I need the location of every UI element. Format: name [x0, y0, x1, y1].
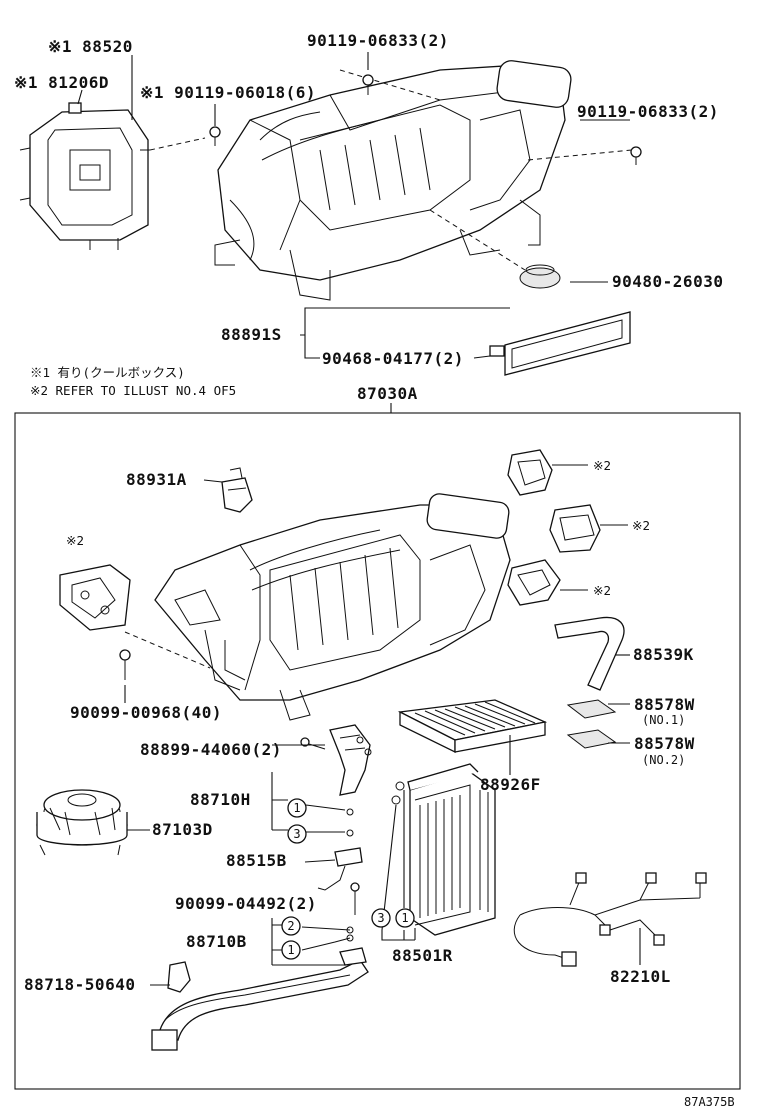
- clip-88718: [167, 961, 191, 993]
- label-88515b: 88515B: [226, 851, 287, 870]
- tube-88710h: [329, 724, 372, 796]
- top-leader-lines: [77, 52, 633, 413]
- callout-3c: 3: [377, 911, 384, 925]
- assembly-frame: [14, 412, 741, 1090]
- ref-2-left: ※2: [66, 533, 84, 548]
- cabin-air-filter: [397, 699, 548, 754]
- label-88891s: 88891S: [221, 325, 282, 344]
- screw-90099-04492: [350, 882, 360, 915]
- label-88539k: 88539K: [633, 645, 694, 664]
- drawing-code: 87A375B: [684, 1095, 735, 1109]
- actuators-right: [507, 449, 601, 606]
- callout-1c: 1: [401, 911, 408, 925]
- tube-88710b: [151, 947, 369, 1051]
- label-88710b: 88710B: [186, 932, 247, 951]
- label-82210l: 82210L: [610, 967, 671, 986]
- label-87103d: 87103D: [152, 820, 213, 839]
- callout-1b: 1: [287, 943, 294, 957]
- ref-2-top-right: ※2: [593, 458, 611, 473]
- blower-motor: [36, 789, 128, 856]
- evaporator-core: [407, 763, 496, 936]
- label-90099-00968: 90099-00968(40): [70, 703, 222, 722]
- label-88899-44060: 88899-44060(2): [140, 740, 282, 759]
- label-90468-04177: 90468-04177(2): [322, 349, 464, 368]
- top-fasteners: [209, 74, 642, 357]
- callout-circles: [281, 798, 415, 960]
- filter-cover-plate: [504, 311, 631, 376]
- callout-3a: 3: [293, 827, 300, 841]
- ref-2-lower-right: ※2: [593, 583, 611, 598]
- foam-pads: [566, 699, 617, 749]
- bracket-left: [59, 564, 131, 631]
- label-90099-04492: 90099-04492(2): [175, 894, 317, 913]
- note-2: ※2 REFER TO ILLUST NO.4 OF5: [30, 383, 236, 398]
- label-90119-06833-top: 90119-06833(2): [307, 31, 449, 50]
- label-90480-26030: 90480-26030: [612, 272, 723, 291]
- label-88718-50640: 88718-50640: [24, 975, 135, 994]
- screw-88899: [300, 737, 326, 750]
- lower-air-conditioner-unit: [154, 493, 511, 721]
- clip-88931a: [221, 467, 253, 513]
- cool-box-module: [19, 102, 150, 250]
- label-87030a: 87030A: [357, 384, 418, 403]
- label-88578w-1: 88578W: [634, 695, 695, 714]
- label-88578w-2: 88578W: [634, 734, 695, 753]
- label-88710h: 88710H: [190, 790, 251, 809]
- screw-90099-00968: [119, 649, 131, 680]
- callout-2b: 2: [287, 919, 294, 933]
- label-90119-06833-right: 90119-06833(2): [577, 102, 719, 121]
- sensor-88515b: [317, 847, 363, 891]
- label-88931a: 88931A: [126, 470, 187, 489]
- top-air-conditioner-unit: [214, 60, 572, 301]
- callout-1a: 1: [293, 801, 300, 815]
- label-88926f: 88926F: [480, 775, 541, 794]
- label-88501r: 88501R: [392, 946, 453, 965]
- drain-hose: [554, 616, 625, 691]
- label-88520: ※1 88520: [48, 37, 133, 56]
- note-1: ※1 有り(クールボックス): [30, 365, 185, 380]
- label-no2: (NO.2): [642, 753, 685, 767]
- label-no1: (NO.1): [642, 713, 685, 727]
- ref-2-mid-right: ※2: [632, 518, 650, 533]
- label-90119-06018: ※1 90119-06018(6): [140, 83, 316, 102]
- wire-harness: [513, 872, 707, 967]
- label-81206d: ※1 81206D: [14, 73, 109, 92]
